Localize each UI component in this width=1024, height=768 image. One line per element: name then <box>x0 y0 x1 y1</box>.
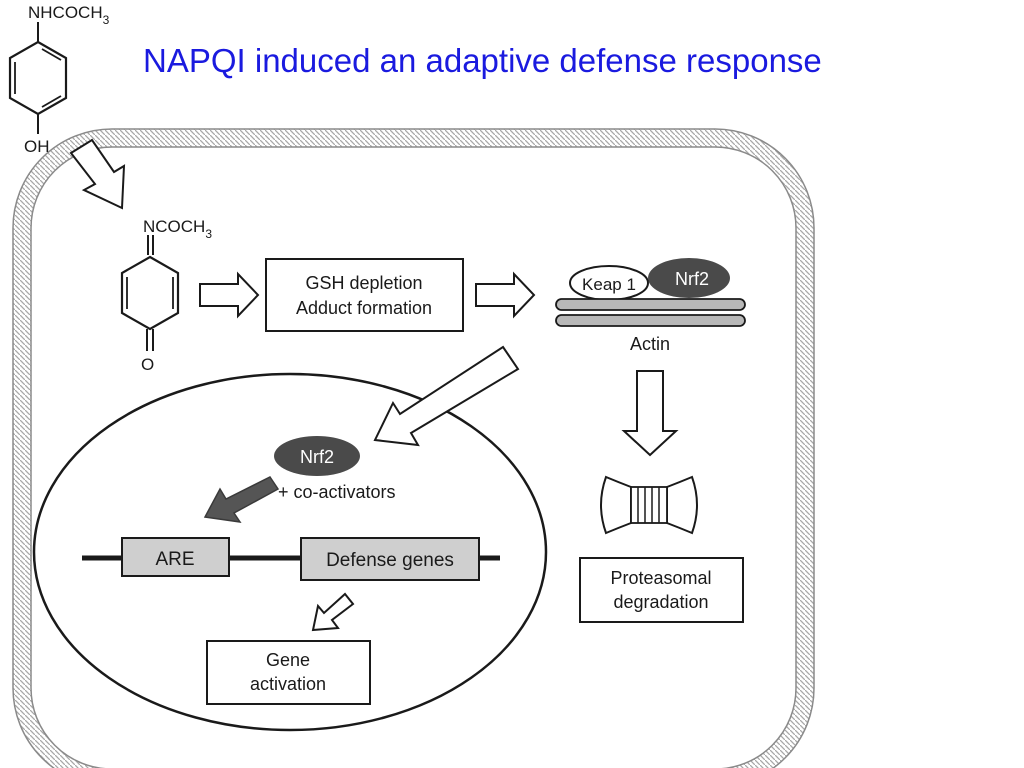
napqi-imine-group: NCOCH3 <box>143 217 212 241</box>
gene-activation-box: Gene activation <box>206 640 371 705</box>
activation-label: activation <box>250 674 326 694</box>
coactivators-label: + co-activators <box>278 482 396 502</box>
gsh-depletion-label: GSH depletion <box>305 273 422 293</box>
acetaminophen-benzene-ring <box>8 40 68 116</box>
cell-membrane <box>12 128 815 768</box>
arrow-to-keap1-complex <box>475 271 536 319</box>
are-label: ARE <box>155 549 194 570</box>
defense-genes-box: Defense genes <box>300 537 480 581</box>
nrf2-bound-ellipse <box>648 258 730 298</box>
napqi-carbonyl-label: O <box>141 355 154 374</box>
acetaminophen-hydroxyl-label: OH <box>24 137 50 156</box>
arrow-to-proteasome <box>621 370 679 457</box>
binding-arrow-to-are <box>203 476 280 523</box>
napqi-molecule: NCOCH3 O <box>120 217 212 374</box>
nrf2-nuclear-label: Nrf2 <box>300 447 334 467</box>
nrf2-nuclear: Nrf2 + co-activators <box>274 436 396 502</box>
keap1-label: Keap 1 <box>582 275 636 294</box>
actin-filament-lower <box>555 314 746 327</box>
nrf2-nuclear-ellipse <box>274 436 360 476</box>
proteasome-icon <box>600 475 698 535</box>
arrow-to-gsh-box <box>199 271 260 319</box>
metabolism-arrow <box>69 138 126 210</box>
acetaminophen-amide-group: NHCOCH3 <box>28 3 110 27</box>
arrow-to-gene-activation <box>311 592 355 632</box>
acetaminophen-molecule: NHCOCH3 OH <box>8 3 110 156</box>
degradation-label: degradation <box>613 592 708 612</box>
proteasomal-degradation-box: Proteasomal degradation <box>579 557 744 623</box>
napqi-quinone-ring <box>120 255 180 331</box>
adduct-formation-label: Adduct formation <box>296 298 432 318</box>
gsh-depletion-box: GSH depletion Adduct formation <box>265 258 464 332</box>
defense-genes-label: Defense genes <box>326 550 454 571</box>
actin-label: Actin <box>630 334 670 354</box>
gene-label: Gene <box>266 650 310 670</box>
keap1-nrf2-complex: Nrf2 Keap 1 Actin <box>555 258 746 354</box>
nucleus <box>32 372 548 732</box>
nrf2-bound-label: Nrf2 <box>675 269 709 289</box>
actin-filament-upper <box>555 298 746 311</box>
are-box: ARE <box>121 537 230 577</box>
proteasomal-label: Proteasomal <box>610 568 711 588</box>
arrow-into-nucleus <box>373 345 520 447</box>
slide-title: NAPQI induced an adaptive defense respon… <box>143 42 822 79</box>
